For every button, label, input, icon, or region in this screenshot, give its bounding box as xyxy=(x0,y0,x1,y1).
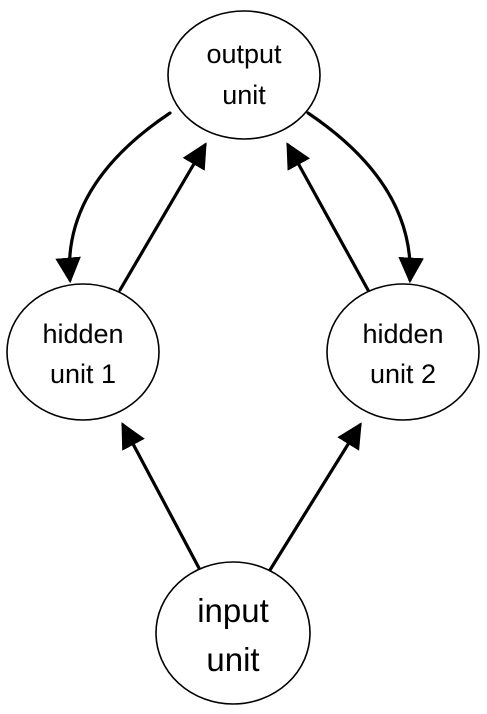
edge-input-to-hidden2 xyxy=(268,422,362,572)
edge-hidden1-to-output xyxy=(118,142,207,292)
node-input-unit-shape xyxy=(155,561,311,705)
node-hidden-unit-1: hidden unit 1 xyxy=(6,283,160,421)
node-input-unit-label-line2: unit xyxy=(206,641,259,678)
node-hidden-unit-1-label-line2: unit 1 xyxy=(50,359,116,389)
edge-input-to-hidden1 xyxy=(121,422,202,572)
node-hidden-unit-1-shape xyxy=(6,283,160,421)
node-output-unit-label-line2: unit xyxy=(222,80,266,110)
node-hidden-unit-2: hidden unit 2 xyxy=(326,283,480,421)
node-input-unit: input unit xyxy=(155,561,311,705)
node-hidden-unit-2-label-line2: unit 2 xyxy=(370,359,436,389)
edges xyxy=(55,111,424,572)
node-input-unit-label-line1: input xyxy=(197,592,269,629)
node-hidden-unit-2-label-line1: hidden xyxy=(362,319,443,349)
edge-output-to-hidden2-curved xyxy=(306,111,424,284)
node-output-unit-shape xyxy=(167,10,321,140)
node-output-unit: output unit xyxy=(167,10,321,140)
node-output-unit-label-line1: output xyxy=(206,39,282,69)
node-hidden-unit-2-shape xyxy=(326,283,480,421)
edge-output-to-hidden1-curved xyxy=(55,111,172,284)
node-hidden-unit-1-label-line1: hidden xyxy=(42,319,123,349)
edge-hidden2-to-output xyxy=(286,142,370,292)
